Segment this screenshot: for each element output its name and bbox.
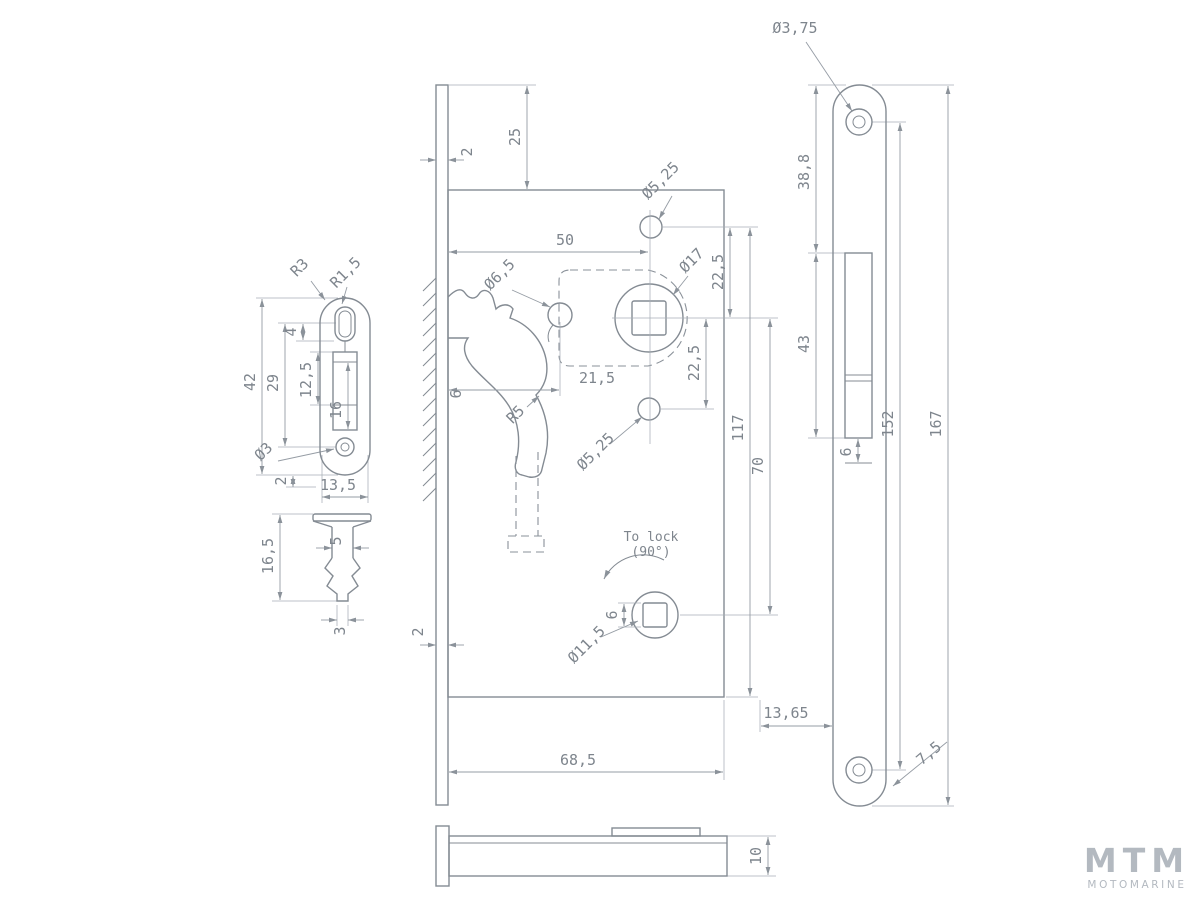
faceplate-hole-bottom [845, 756, 873, 784]
dim-faceplate-end-offset: 7,5 [913, 738, 945, 769]
rotation-arrow [603, 554, 665, 580]
dim-hole-bottom-dia: Ø5,25 [573, 429, 618, 474]
screw-hole-bottom [637, 397, 661, 421]
faceplate-front-view [832, 84, 887, 807]
dim-strike-hole-radius: R1,5 [326, 253, 364, 291]
dimension-labels: Ø3,75 25 2 Ø5,25 38,8 50 22,5 Ø17 Ø6,5 R… [241, 19, 945, 865]
dim-faceplate-holes-span: 152 [879, 410, 897, 437]
dim-spindle-dia: Ø11,5 [564, 622, 609, 667]
dim-bottom-hole-span: 22,5 [685, 345, 703, 381]
dim-strike-length: 42 [241, 373, 259, 391]
dim-strike-slot-upper: 12,5 [297, 362, 315, 398]
screw-hole-top [639, 215, 663, 239]
dim-cylinder-dia: Ø17 [676, 245, 708, 277]
dim-strike-holes-span: 29 [264, 374, 282, 392]
strike-plate-outline [319, 297, 371, 476]
side-latch-block [611, 827, 701, 837]
dim-hole-top-dia: Ø5,25 [638, 158, 683, 203]
dim-spindle-square: 6 [603, 610, 621, 619]
strike-oval-hole [334, 306, 356, 342]
dim-screw-tip-dia: 3 [331, 626, 349, 635]
dim-screw-length: 16,5 [259, 538, 277, 574]
hidden-block [507, 535, 545, 553]
latch-hook [447, 289, 549, 478]
dim-slot-length: 43 [795, 335, 813, 353]
dim-slot-offset: 38,8 [795, 154, 813, 190]
dim-spindle-span: 70 [749, 457, 767, 475]
dim-strike-width: 13,5 [320, 476, 356, 494]
mechanism-hidden-outline [558, 269, 688, 367]
dim-backset: 50 [556, 231, 574, 249]
dim-plate-thickness-top: 2 [458, 147, 476, 156]
extension-lines [256, 84, 954, 877]
dim-strike-corner-radius: R3 [287, 255, 313, 281]
case-side-view [435, 825, 728, 887]
brand-logo: MTM MOTOMARINE [1084, 841, 1190, 891]
spindle-hole [631, 591, 679, 639]
strike-oval-inner [338, 310, 352, 338]
dim-screw-shaft-dia: 5 [327, 536, 345, 545]
dimension-lines [259, 86, 951, 875]
dim-strike-hole-offset: 4 [282, 327, 300, 336]
strike-plate-view [319, 297, 371, 476]
case-outline [447, 189, 725, 698]
side-body [448, 835, 728, 877]
dim-case-depth: 68,5 [560, 751, 596, 769]
screw-barbs [324, 557, 361, 602]
strike-screw-hole [335, 437, 355, 457]
pin-tail [547, 324, 554, 343]
dim-strike-slot-height: 16 [327, 401, 345, 419]
dim-to-faceplate: 13,65 [763, 704, 808, 722]
dim-pin-dia: Ø6,5 [480, 255, 518, 293]
label-to-lock-2: (90°) [631, 545, 670, 560]
dim-plate-thickness-bottom: 2 [409, 627, 427, 636]
faceplate-hole-top-inner [852, 115, 866, 129]
logo-subtitle: MOTOMARINE [1087, 879, 1186, 891]
dim-hook-width: 6 [447, 389, 465, 398]
screw-head [312, 513, 372, 522]
dim-case-thickness: 10 [747, 847, 765, 865]
dim-faceplate-hole-dia: Ø3,75 [772, 19, 817, 37]
lock-case-front-view [422, 84, 725, 806]
screw-view [312, 513, 372, 602]
screw-neck [312, 520, 372, 528]
side-faceplate-edge [435, 825, 450, 887]
strike-screw-hole-inner [340, 442, 350, 452]
faceplate-hole-top [845, 108, 873, 136]
faceplate-outline [832, 84, 887, 807]
dim-top-hole-span: 22,5 [709, 254, 727, 290]
leader-lines [277, 41, 948, 787]
dim-faceplate-length: 167 [927, 410, 945, 437]
faceplate-slot [844, 252, 873, 439]
dim-pin-offset: 21,5 [579, 369, 615, 387]
faceplate-hole-bottom-inner [852, 763, 866, 777]
dim-strike-screw-hole-dia: Ø3 [251, 439, 277, 465]
spindle-square-hole [642, 602, 668, 628]
logo-title: MTM [1084, 841, 1190, 880]
hook-hidden-tail [515, 452, 539, 536]
dim-holes-span: 117 [729, 414, 747, 441]
dim-offset-top: 25 [506, 128, 524, 146]
faceplate-edge [435, 84, 449, 806]
hatching [422, 277, 437, 502]
strike-slot [332, 351, 358, 431]
dim-hook-radius: R5 [503, 402, 529, 428]
dim-faceplate-slot-width: 6 [837, 447, 855, 456]
screw-shaft [331, 527, 354, 558]
label-to-lock-1: To lock [624, 530, 679, 545]
dim-strike-thickness: 2 [272, 476, 290, 485]
